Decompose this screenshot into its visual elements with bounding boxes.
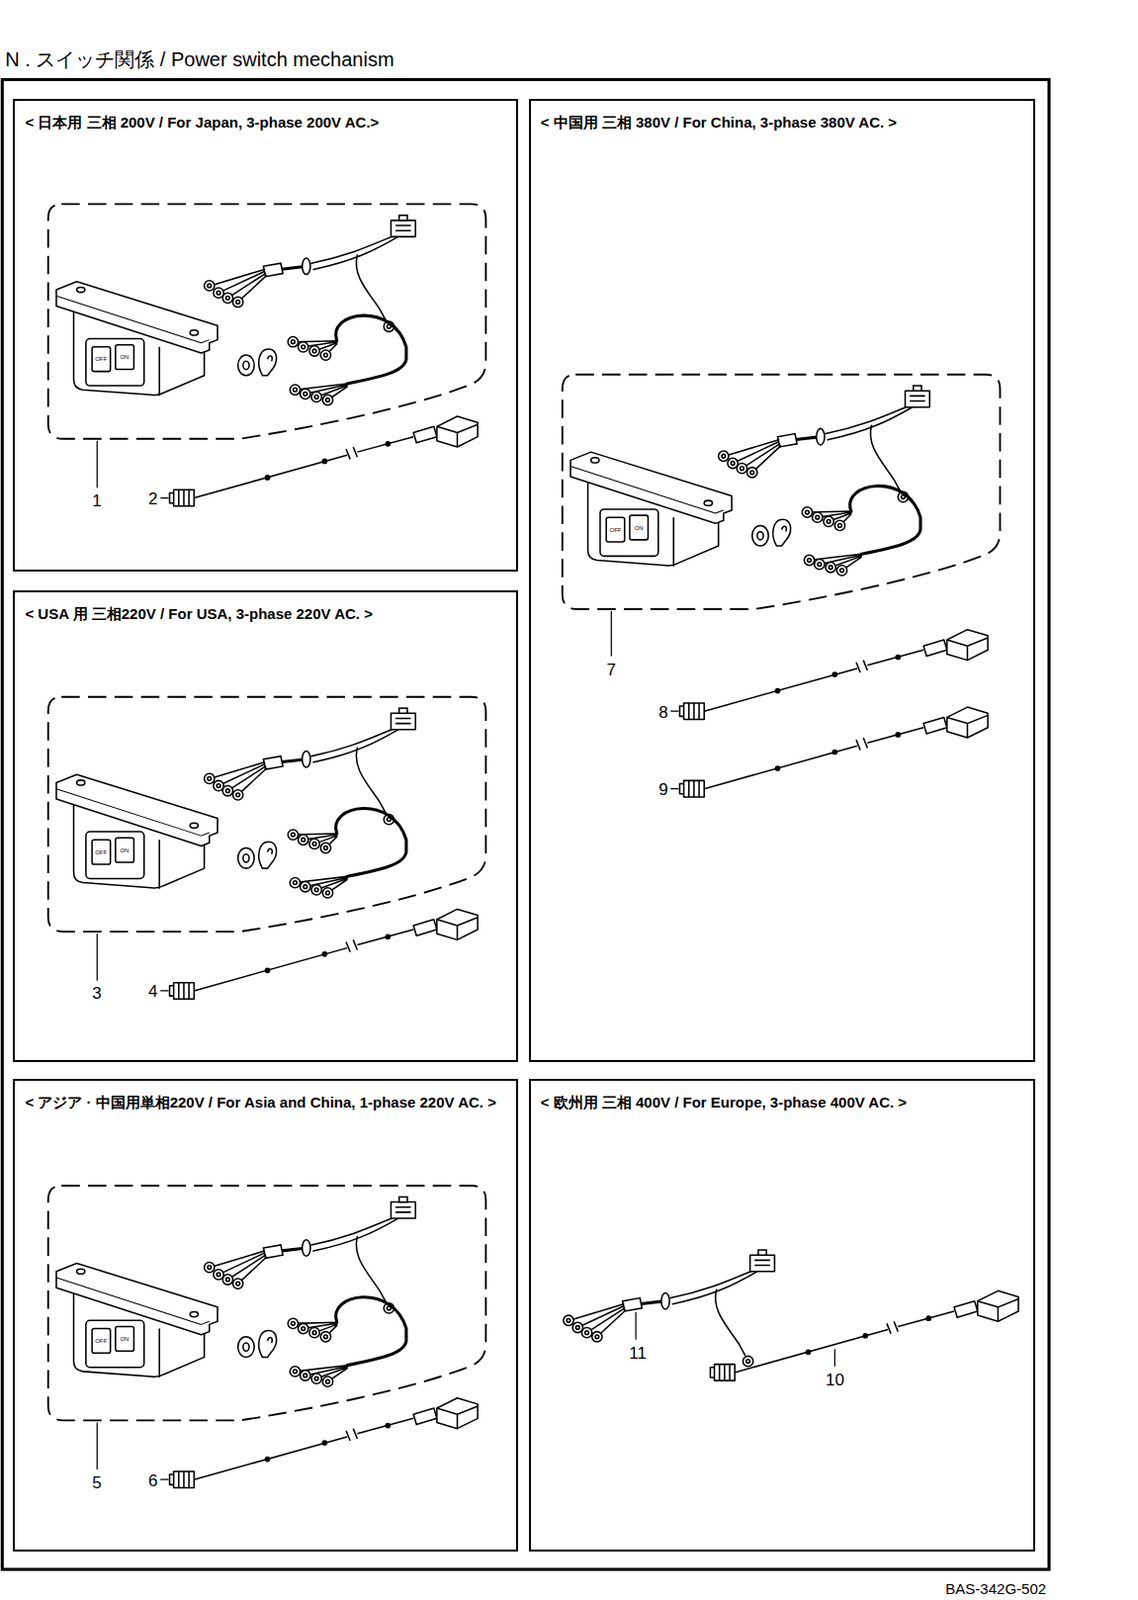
switch-assembly xyxy=(48,203,487,438)
leader-line xyxy=(611,611,679,789)
cable xyxy=(679,629,988,720)
region-panel: < 欧州用 三相 400V / For Europe, 3-phase 400V… xyxy=(528,1078,1036,1552)
callout-number: 2 xyxy=(148,489,158,507)
page-title: N . スイッチ関係 / Power switch mechanism xyxy=(4,49,394,70)
button-label: OFF xyxy=(94,849,107,856)
cable xyxy=(170,908,479,999)
cable xyxy=(170,1398,479,1489)
callout-number: 3 xyxy=(91,984,101,1002)
button-label: ON xyxy=(119,847,129,854)
cable xyxy=(709,1290,1019,1381)
callout-number: 4 xyxy=(148,982,158,1000)
switch-assembly xyxy=(48,697,487,932)
region-panel: < 日本用 三相 200V / For Japan, 3-phase 200V … xyxy=(12,98,519,572)
switch-assembly xyxy=(48,1185,487,1420)
callout-number: 1 xyxy=(91,491,101,509)
callout-number: 10 xyxy=(825,1370,845,1388)
button-label: ON xyxy=(119,353,129,360)
callout-number: 8 xyxy=(658,702,668,720)
callout-number: 6 xyxy=(148,1471,158,1489)
callout-number: 11 xyxy=(628,1343,647,1361)
leader-line xyxy=(96,933,169,991)
cable xyxy=(170,416,479,507)
region-panel: < アジア · 中国用単相220V / For Asia and China, … xyxy=(12,1078,519,1552)
button-label: OFF xyxy=(609,526,621,533)
leader-line xyxy=(635,1312,835,1367)
region-panel: < USA 用 三相220V / For USA, 3-phase 220V A… xyxy=(12,590,519,1062)
panel-heading: < 中国用 三相 380V / For China, 3-phase 380V … xyxy=(530,100,1034,133)
cable xyxy=(679,706,988,797)
panel-heading: < 日本用 三相 200V / For Japan, 3-phase 200V … xyxy=(14,100,517,133)
power-harness xyxy=(563,1249,776,1367)
leader-line xyxy=(96,1421,169,1480)
drawing-number: BAS-342G-502 xyxy=(945,1580,1047,1596)
button-label: ON xyxy=(119,1335,129,1342)
panel-heading: < アジア · 中国用単相220V / For Asia and China, … xyxy=(14,1080,517,1113)
button-label: ON xyxy=(634,525,644,531)
panel-heading: < 欧州用 三相 400V / For Europe, 3-phase 400V… xyxy=(530,1080,1034,1113)
outer-frame xyxy=(1,79,1050,1570)
region-panel: < 中国用 三相 380V / For China, 3-phase 380V … xyxy=(528,98,1036,1061)
switch-assembly xyxy=(562,374,1001,610)
leader-line xyxy=(96,440,169,499)
panel-heading: < USA 用 三相220V / For USA, 3-phase 220V A… xyxy=(14,592,517,624)
callout-number: 9 xyxy=(658,780,668,797)
callout-number: 5 xyxy=(91,1473,101,1490)
button-label: OFF xyxy=(94,1337,107,1344)
callout-number: 7 xyxy=(607,661,616,679)
button-label: OFF xyxy=(94,355,107,362)
